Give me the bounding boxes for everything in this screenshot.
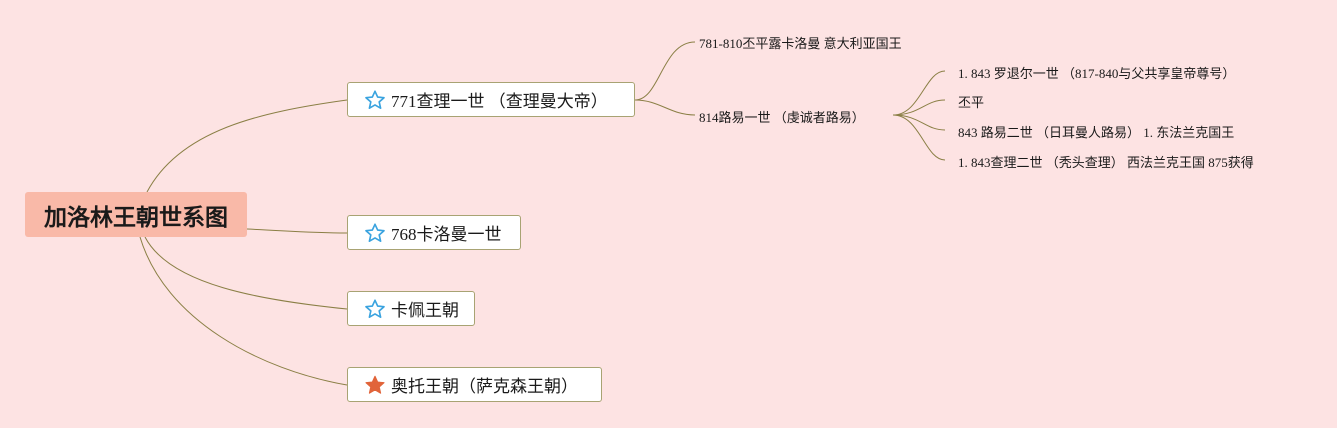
connector-louis-louis2 — [892, 114, 946, 131]
subtopic-pepin-italy[interactable]: 781-810丕平露卡洛曼 意大利亚国王 — [699, 36, 902, 51]
subtopic-louis-the-pious[interactable]: 814路易一世 （虔诚者路易） — [699, 110, 865, 125]
subtopic-pepin[interactable]: 丕平 — [958, 95, 985, 110]
connector-charlemagne-louis — [634, 99, 696, 116]
topic-ottonian[interactable]: 奥托王朝（萨克森王朝） — [347, 367, 602, 402]
topic-charlemagne[interactable]: 771查理一世 （查理曼大帝） — [347, 82, 635, 117]
star-filled-icon — [364, 374, 386, 396]
connector-root-charlemagne — [146, 99, 348, 193]
subtopic-lothair[interactable]: 1. 843 罗退尔一世 （817-840与父共享皇帝尊号） — [958, 66, 1236, 81]
connector-louis-pepin — [892, 99, 946, 116]
connector-root-otto — [139, 236, 348, 386]
star-outline-icon — [364, 222, 386, 244]
subtopic-charles-the-bald[interactable]: 1. 843查理二世 （秃头查理） 西法兰克王国 875获得 — [958, 155, 1254, 170]
topic-ottonian-label: 奥托王朝（萨克森王朝） — [391, 377, 578, 396]
connector-louis-lothair — [892, 70, 946, 116]
connector-root-capet — [144, 236, 348, 310]
connector-charlemagne-pepin — [634, 41, 696, 101]
subtopic-louis-the-german[interactable]: 843 路易二世 （日耳曼人路易） 1. 东法兰克国王 — [958, 125, 1235, 140]
topic-carloman[interactable]: 768卡洛曼一世 — [347, 215, 521, 250]
connector-louis-charles2 — [892, 114, 946, 161]
root-topic-label: 加洛林王朝世系图 — [44, 204, 228, 231]
topic-capetian-label: 卡佩王朝 — [391, 301, 459, 320]
star-outline-icon — [364, 89, 386, 111]
root-topic[interactable]: 加洛林王朝世系图 — [25, 192, 247, 237]
topic-carloman-label: 768卡洛曼一世 — [391, 225, 502, 244]
star-outline-icon — [364, 298, 386, 320]
connector-root-carloman — [246, 228, 348, 234]
topic-capetian[interactable]: 卡佩王朝 — [347, 291, 475, 326]
topic-charlemagne-label: 771查理一世 （查理曼大帝） — [391, 92, 608, 111]
